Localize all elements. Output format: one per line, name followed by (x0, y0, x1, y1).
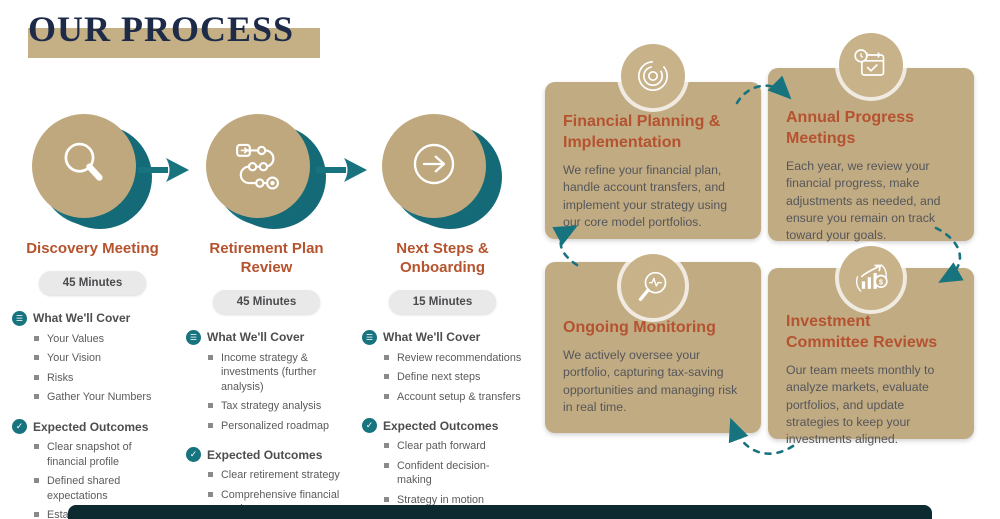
list-heading: Expected Outcomes (33, 419, 149, 434)
step-title: Retirement Plan Review (209, 240, 324, 276)
bullet-item: Review recommendations (384, 351, 524, 366)
page-title: OUR PROCESS (28, 9, 295, 49)
cycle-card-ongoing-monitoring: Ongoing Monitoring We actively oversee y… (545, 254, 761, 433)
duration-badge: 15 Minutes (388, 289, 497, 314)
flow-arrow-icon (316, 156, 368, 184)
bullet-item: Confident decision-making (384, 459, 524, 488)
card-body: Each year, we review your financial prog… (786, 158, 941, 243)
list-heading: What We'll Cover (383, 330, 481, 344)
arrow-circle-icon (405, 135, 463, 198)
svg-text:$: $ (879, 277, 884, 286)
list-heading: Expected Outcomes (383, 418, 499, 433)
growth-chart-dollar-icon: $ (839, 246, 903, 310)
card-body: We actively oversee your portfolio, capt… (563, 347, 738, 415)
magnifying-glass-icon (55, 135, 113, 198)
check-icon (362, 418, 377, 434)
page-title-block: OUR PROCESS (28, 8, 320, 60)
cover-list: Income strategy & investments (further a… (208, 351, 348, 434)
calendar-clock-check-icon (839, 33, 903, 97)
step-column-discovery: Discovery Meeting 45 Minutes What We'll … (10, 112, 175, 519)
step-column-onboarding: Next Steps & Onboarding 15 Minutes What … (360, 112, 525, 519)
list-icon (12, 310, 27, 326)
target-rings-icon (621, 44, 685, 108)
step-circle-discovery (31, 112, 154, 234)
flow-arrow-icon (138, 156, 190, 184)
circle-main (381, 114, 486, 218)
bullet-item: Strategy in motion (384, 493, 524, 508)
check-icon (12, 419, 27, 434)
bullet-item: Risks (34, 371, 174, 386)
card-body: Our team meets monthly to analyze market… (786, 362, 935, 447)
bullet-item: Clear snapshot of financial profile (34, 440, 174, 469)
list-heading: Expected Outcomes (207, 447, 323, 462)
card-title: Investment Committee Reviews (786, 313, 938, 351)
step-circle-onboarding (381, 112, 504, 234)
bullet-item: Clear path forward (384, 439, 524, 454)
bullet-item: Define next steps (384, 370, 524, 385)
list-heading: What We'll Cover (33, 311, 131, 326)
circle-main (205, 114, 310, 218)
duration-badge: 45 Minutes (38, 270, 147, 295)
circle-main (31, 114, 136, 218)
bullet-item: Personalized roadmap (208, 419, 348, 434)
step-title: Discovery Meeting (26, 240, 159, 257)
card-title: Annual Progress Meetings (786, 109, 915, 147)
cycle-card-annual-meetings: Annual Progress Meetings Each year, we r… (768, 33, 974, 242)
footer-bar (68, 505, 932, 519)
step-circle-plan-review (205, 112, 328, 234)
bullet-item: Account setup & transfers (384, 390, 524, 405)
duration-badge: 45 Minutes (212, 289, 321, 314)
cover-section: What We'll Cover Income strategy & inves… (186, 329, 349, 434)
process-route-icon (229, 135, 287, 198)
magnifier-pulse-icon (621, 254, 685, 318)
card-title: Financial Planning & Implementation (563, 113, 721, 151)
step-column-plan-review: Retirement Plan Review 45 Minutes What W… (184, 112, 349, 519)
outcomes-section: Expected Outcomes Clear path forwardConf… (362, 418, 525, 507)
bullet-item: Income strategy & investments (further a… (208, 351, 348, 395)
bullet-item: Defined shared expectations (34, 474, 174, 503)
title-highlight-bar (28, 28, 320, 58)
list-icon (186, 329, 201, 345)
cycle-card-investment-committee: $ Investment Committee Reviews Our team … (768, 246, 974, 446)
bullet-item: Your Vision (34, 351, 174, 366)
list-icon (362, 329, 377, 345)
cover-section: What We'll Cover Review recommendationsD… (362, 329, 525, 405)
outcomes-section: Expected Outcomes Clear snapshot of fina… (12, 419, 175, 519)
list-heading: What We'll Cover (207, 330, 305, 344)
bullet-item: Your Values (34, 332, 174, 347)
check-icon (186, 447, 201, 463)
cycle-card-financial-planning: Financial Planning & Implementation We r… (545, 44, 761, 239)
card-body: We refine your financial plan, handle ac… (563, 162, 728, 229)
bullet-item: Gather Your Numbers (34, 390, 174, 405)
step-title: Next Steps & Onboarding (396, 240, 489, 276)
bullet-item: Tax strategy analysis (208, 399, 348, 414)
card-title: Ongoing Monitoring (563, 319, 716, 336)
bullet-item: Clear retirement strategy (208, 468, 348, 483)
